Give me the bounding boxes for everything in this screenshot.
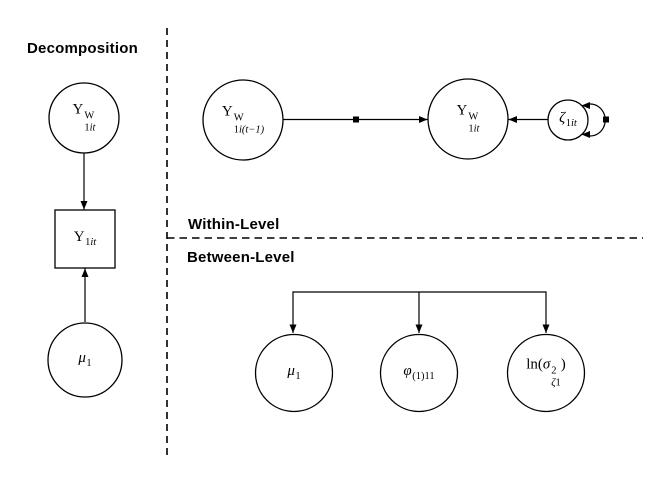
label-superscript: W <box>233 112 244 124</box>
decomp-observed-square <box>54 209 116 269</box>
label-subscript-italic: it <box>89 122 96 134</box>
label-base: Y <box>221 103 233 120</box>
label-subscript-italic: ζ <box>551 377 556 389</box>
between-logvariance-circle <box>506 333 586 413</box>
decomposition-title: Decomposition <box>27 40 138 57</box>
label-base: ζ <box>559 109 566 126</box>
label-subscript-roman: (1)11 <box>412 370 435 382</box>
label-base: Y <box>73 228 85 245</box>
between-level-title: Between-Level <box>187 249 295 266</box>
within-level-title: Within-Level <box>188 216 280 233</box>
label-base: φ <box>403 362 412 379</box>
self-loop-arrowhead-bottom <box>581 131 590 138</box>
label-superscript: W <box>468 111 479 123</box>
label-subscript-roman: 1 <box>468 123 474 135</box>
between-autoregression-circle <box>379 333 459 413</box>
label-base: μ <box>78 349 86 366</box>
label-subscript-roman: 1 <box>85 236 91 248</box>
within-residual-label: ζ1it <box>559 109 577 129</box>
label-subscript-roman: 1 <box>233 124 239 136</box>
within-lagged-circle <box>202 79 284 161</box>
label-subscript-italic: i(t−1) <box>238 124 265 136</box>
label-base: Y <box>456 102 468 119</box>
within-residual-circle <box>547 99 589 141</box>
label-suffix: ) <box>560 356 566 373</box>
between-mean-circle <box>254 333 334 413</box>
label-subscript-roman: 1 <box>555 377 561 389</box>
within-current-circle <box>427 78 509 160</box>
random-variance-dot <box>603 116 609 123</box>
label-subscript-italic: it <box>90 236 97 248</box>
random-slope-dot <box>353 116 359 123</box>
label-subscript-roman: 1 <box>565 117 571 129</box>
label-base: μ <box>287 362 295 379</box>
label-subscript-italic: it <box>570 117 577 129</box>
label-base: σ <box>542 356 551 373</box>
label-subscript-italic: it <box>473 123 480 135</box>
decomp-mean-label: μ1 <box>78 349 92 369</box>
between-autoregression-label: φ(1)11 <box>403 362 435 382</box>
label-subscript-roman: 1 <box>84 122 90 134</box>
decomp-observed-label: Y1it <box>73 228 97 248</box>
between-mean-label: μ1 <box>287 362 301 382</box>
decomp-within-component-circle <box>48 82 120 154</box>
self-loop-arrowhead-top <box>581 102 590 109</box>
label-prefix: ln( <box>526 356 543 373</box>
decomp-mean-circle <box>47 322 123 398</box>
label-base: Y <box>72 101 84 118</box>
label-subscript-roman: 1 <box>295 370 301 382</box>
label-superscript: W <box>84 110 95 122</box>
label-subscript-roman: 1 <box>86 357 92 369</box>
label-superscript: 2 <box>551 365 557 377</box>
